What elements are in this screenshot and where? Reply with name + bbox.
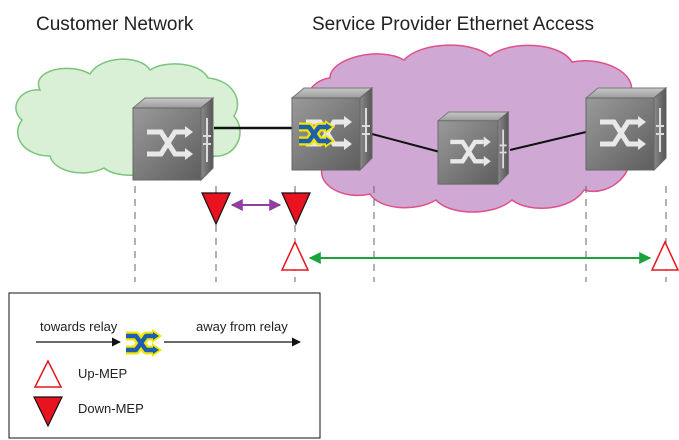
customer-switch [133, 98, 213, 180]
down-mep-triangle-icon [281, 192, 311, 226]
legend-up-mep-icon [33, 359, 63, 388]
customer-network-title: Customer Network [36, 14, 194, 35]
legend-down-mep-label: Down-MEP [78, 401, 144, 416]
legend-up-mep-label: Up-MEP [78, 366, 127, 381]
service-provider-title: Service Provider Ethernet Access [312, 14, 594, 35]
legend: towards relay away from relay Up-MEP Dow… [8, 292, 321, 439]
down-mep-triangle-icon [201, 192, 231, 226]
legend-down-mep-icon [33, 396, 63, 428]
provider-link-2 [509, 131, 587, 151]
provider-link-1 [371, 133, 441, 153]
provider-core-switch [438, 112, 508, 184]
up-mep-triangle-icon [280, 240, 310, 271]
provider-far-switch [586, 88, 666, 170]
legend-away-from-relay: away from relay [196, 319, 288, 334]
legend-towards-relay: towards relay [40, 319, 118, 334]
up-mep-triangle-icon [650, 240, 679, 271]
